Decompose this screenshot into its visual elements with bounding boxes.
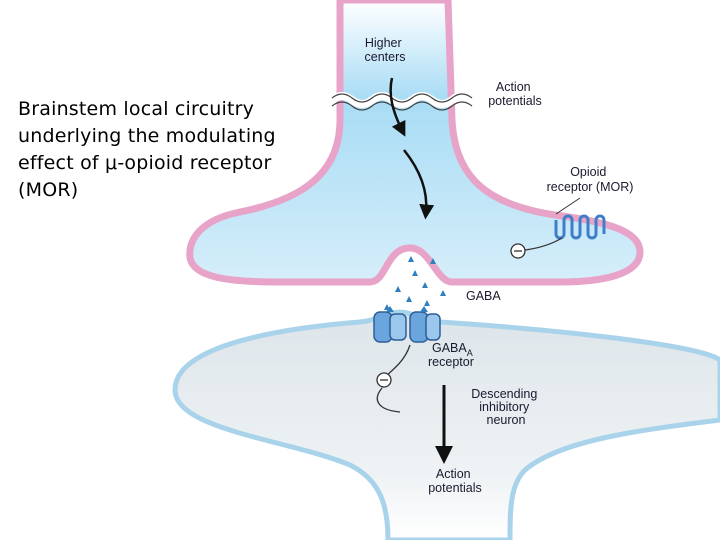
label-action-potentials-bottom: Action potentials — [428, 467, 482, 495]
action-potential-arrow-2 — [403, 149, 435, 220]
postsynaptic-neuron — [172, 309, 720, 543]
caption-line: Brainstem local circuitry — [18, 98, 255, 120]
axon-break-upper — [329, 92, 475, 108]
postsynaptic-tail — [376, 387, 401, 413]
mor-inhibition-line — [524, 237, 563, 251]
caption-line: effect of μ-opioid receptor — [18, 152, 272, 174]
label-opioid-receptor: Opioid receptor (MOR) — [547, 165, 634, 194]
mor-pointer-line — [555, 197, 581, 215]
label-descending-neuron: Descending inhibitory neuron — [471, 387, 541, 427]
axon-break-line-1 — [331, 93, 473, 103]
label-gaba-a-receptor: GABAA receptor — [428, 341, 476, 369]
action-potential-arrow-1 — [389, 77, 406, 137]
label-action-potentials-top: Action potentials — [488, 80, 542, 108]
label-gaba: GABA — [466, 289, 501, 303]
caption-line: underlying the modulating — [18, 125, 276, 147]
label-higher-centers: Higher centers — [365, 36, 406, 64]
slide-caption: Brainstem local circuitry underlying the… — [18, 96, 338, 204]
gaba-a-receptor — [373, 306, 441, 343]
presynaptic-terminal — [186, 0, 644, 286]
caption-line: (MOR) — [18, 179, 79, 201]
opioid-receptor-coil — [554, 214, 606, 240]
axon-break-line-2 — [331, 101, 473, 111]
